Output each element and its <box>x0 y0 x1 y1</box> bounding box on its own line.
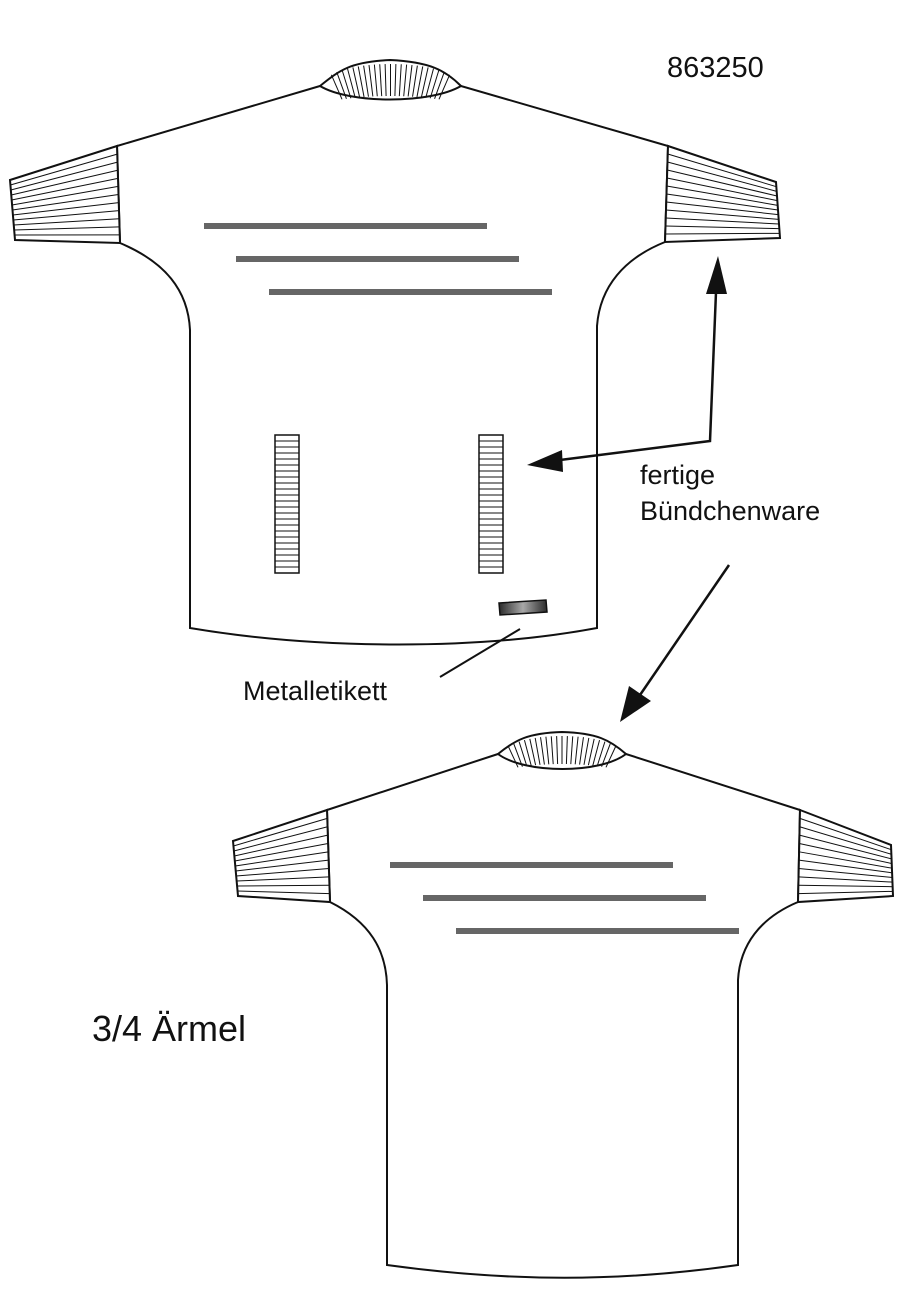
top-garment <box>8 58 782 678</box>
top-left-sleeve-cuff <box>8 144 122 245</box>
bottom-back-stripes <box>390 862 739 934</box>
stripe <box>423 895 706 901</box>
sleeve-variant-label: 3/4 Ärmel <box>92 1008 247 1049</box>
top-ribbing-patch-right <box>478 434 504 574</box>
stripe <box>390 862 673 868</box>
stripe <box>456 928 739 934</box>
arrow-head-patch <box>527 450 563 472</box>
arrow-head-collar <box>620 686 651 722</box>
top-garment-body <box>115 85 670 646</box>
arrow-line-to-collar <box>638 564 731 696</box>
annotation-arrows <box>527 256 731 722</box>
bottom-collar <box>496 730 628 770</box>
bottom-left-sleeve-cuff <box>231 808 332 904</box>
metal-tag-label: Metalletikett <box>243 676 388 706</box>
top-right-sleeve-cuff <box>663 144 782 244</box>
bottom-garment-body <box>325 753 802 1279</box>
arrow-head-cuff <box>706 256 727 294</box>
top-collar <box>318 58 463 101</box>
metal-tag-leader-line <box>439 628 521 678</box>
bottom-garment <box>231 730 895 1279</box>
stripe <box>204 223 487 229</box>
article-number: 863250 <box>667 52 764 84</box>
top-back-stripes <box>204 223 552 295</box>
arrow-line-to-cuff <box>559 291 718 462</box>
top-ribbing-patch-left <box>274 434 300 574</box>
stripe <box>269 289 552 295</box>
ribbing-label-line2: Bündchenware <box>640 496 821 526</box>
stripe <box>236 256 519 262</box>
bottom-right-sleeve-cuff <box>796 808 895 904</box>
ribbing-label-line1: fertige <box>640 460 716 490</box>
metal-tag <box>498 599 548 616</box>
